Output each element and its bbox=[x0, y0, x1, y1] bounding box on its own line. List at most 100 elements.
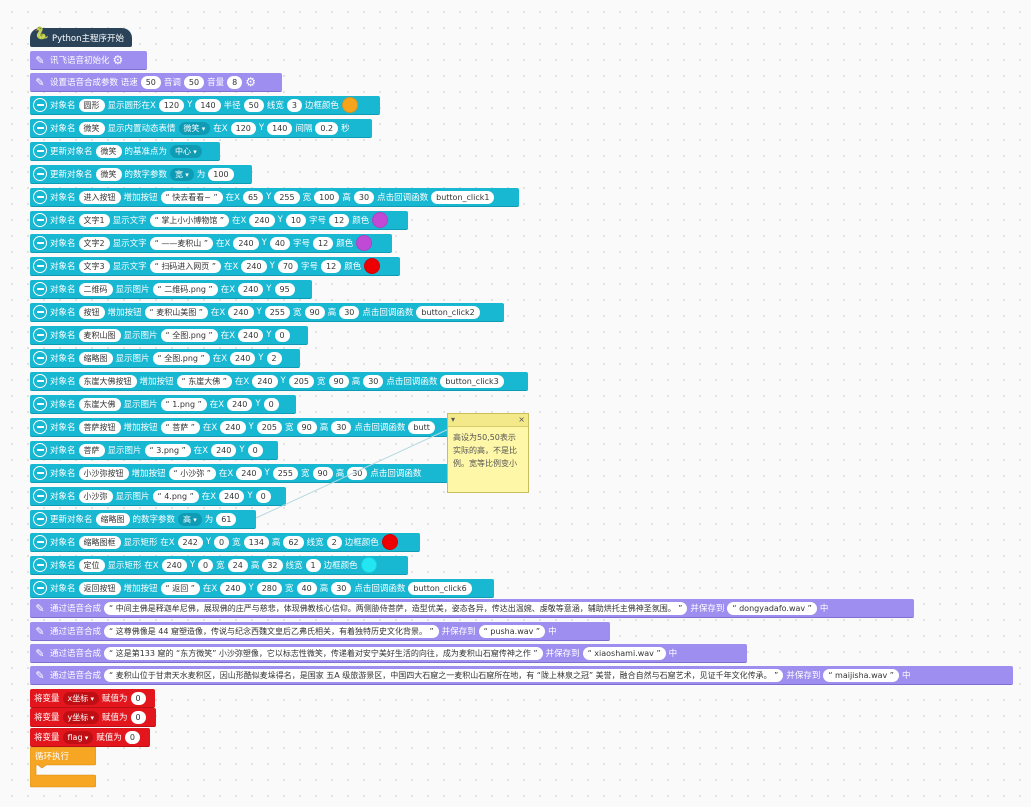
set-variable-block[interactable]: 将变量 flag 赋值为 0 bbox=[30, 728, 150, 747]
add-button-block[interactable]: 对象名 按钮 增加按钮 “ 麦积山美图 ” 在X 240 Y 255 宽 90 … bbox=[30, 303, 504, 322]
width-field[interactable]: 90 bbox=[296, 420, 317, 434]
update-anchor-block[interactable]: 更新对象名 微笑 的基准点为 中心 bbox=[30, 142, 220, 161]
image-file-field[interactable]: “ 4.png ” bbox=[152, 489, 199, 503]
width-field[interactable]: 90 bbox=[328, 374, 349, 388]
x-field[interactable]: 240 bbox=[238, 328, 264, 342]
speech-text-field[interactable]: “ 麦积山位于甘肃天水麦积区，因山形酷似麦垛得名，是国家 五A 级旅游景区，中国… bbox=[104, 668, 784, 682]
add-button-block[interactable]: 对象名 菩萨按钮 增加按钮 “ 菩萨 ” 在X 240 Y 205 宽 90 高… bbox=[30, 418, 448, 437]
x-field[interactable]: 240 bbox=[228, 305, 254, 319]
gear-icon[interactable]: ⚙ bbox=[245, 75, 256, 89]
show-rectangle-block[interactable]: 对象名 缩略图框 显示矩形 在X 242 Y 0 宽 134 高 62 线宽 2… bbox=[30, 533, 420, 552]
button-text-field[interactable]: “ 东崖大佛 ” bbox=[176, 374, 232, 388]
x-field[interactable]: 240 bbox=[161, 558, 187, 572]
x-field[interactable]: 240 bbox=[252, 374, 278, 388]
text-field[interactable]: “ 掌上小小博物馆 ” bbox=[149, 213, 229, 227]
x-field[interactable]: 240 bbox=[230, 351, 256, 365]
width-field[interactable]: 100 bbox=[314, 190, 340, 204]
x-field[interactable]: 240 bbox=[227, 397, 253, 411]
width-field[interactable]: 90 bbox=[312, 466, 333, 480]
show-text-block[interactable]: 对象名 文字1 显示文字 “ 掌上小小博物馆 ” 在X 240 Y 10 字号 … bbox=[30, 211, 408, 230]
interval-field[interactable]: 0.2 bbox=[315, 121, 339, 135]
image-file-field[interactable]: “ 二维码.png ” bbox=[152, 282, 218, 296]
line-width-field[interactable]: 1 bbox=[305, 558, 321, 572]
value-field[interactable]: 0 bbox=[124, 730, 140, 744]
y-field[interactable]: 0 bbox=[263, 397, 279, 411]
object-name-field[interactable]: 东崖大佛按钮 bbox=[78, 374, 137, 388]
x-field[interactable]: 120 bbox=[230, 121, 256, 135]
speech-synthesis-block[interactable]: ✎ 通过语音合成 “ 这尊佛像是 44 窟塑造像，传说与纪念西魏文皇后乙弗氏相关… bbox=[30, 622, 610, 641]
object-name-field[interactable]: 微笑 bbox=[95, 167, 122, 181]
y-field[interactable]: 255 bbox=[264, 305, 290, 319]
show-image-block[interactable]: 对象名 东崖大佛 显示图片 “ 1.png ” 在X 240 Y 0 bbox=[30, 395, 296, 414]
object-name-field[interactable]: 按钮 bbox=[78, 305, 105, 319]
x-field[interactable]: 65 bbox=[242, 190, 264, 204]
x-field[interactable]: 240 bbox=[220, 581, 246, 595]
y-field[interactable]: 0 bbox=[247, 443, 263, 457]
height-field[interactable]: 62 bbox=[283, 535, 304, 549]
y-field[interactable]: 140 bbox=[267, 121, 293, 135]
x-field[interactable]: 240 bbox=[211, 443, 237, 457]
add-button-block[interactable]: 对象名 进入按钮 增加按钮 “ 快去看看~ ” 在X 65 Y 255 宽 10… bbox=[30, 188, 519, 207]
height-field[interactable]: 30 bbox=[363, 374, 384, 388]
image-file-field[interactable]: “ 全图.png ” bbox=[152, 351, 210, 365]
volume-field[interactable]: 8 bbox=[227, 75, 243, 89]
value-field[interactable]: 100 bbox=[208, 167, 234, 181]
border-color-swatch[interactable] bbox=[360, 557, 377, 573]
width-field[interactable]: 24 bbox=[227, 558, 248, 572]
y-field[interactable]: 40 bbox=[269, 236, 290, 250]
object-name-field[interactable]: 文字2 bbox=[78, 236, 110, 250]
object-name-field[interactable]: 微笑 bbox=[95, 144, 122, 158]
callback-field[interactable]: button_click1 bbox=[431, 190, 495, 204]
callback-field[interactable]: butt bbox=[408, 420, 435, 434]
object-name-field[interactable]: 麦积山图 bbox=[78, 328, 121, 342]
add-button-block[interactable]: 对象名 小沙弥按钮 增加按钮 “ 小沙弥 ” 在X 240 Y 255 宽 90… bbox=[30, 464, 448, 483]
show-rectangle-block[interactable]: 对象名 定位 显示矩形 在X 240 Y 0 宽 24 高 32 线宽 1 边框… bbox=[30, 556, 408, 575]
text-color-swatch[interactable] bbox=[372, 212, 389, 228]
object-name-field[interactable]: 小沙弥 bbox=[78, 489, 113, 503]
show-emoji-block[interactable]: 对象名 微笑 显示内置动态表情 微笑 在X 120 Y 140 间隔 0.2 秒 bbox=[30, 119, 372, 138]
height-field[interactable]: 30 bbox=[353, 190, 375, 204]
speed-field[interactable]: 50 bbox=[140, 75, 161, 89]
emoji-dropdown[interactable]: 微笑 bbox=[178, 121, 211, 135]
radius-field[interactable]: 50 bbox=[243, 98, 264, 112]
text-color-swatch[interactable] bbox=[364, 258, 381, 274]
height-field[interactable]: 30 bbox=[347, 466, 368, 480]
speech-text-field[interactable]: “ 这尊佛像是 44 窟塑造像，传说与纪念西魏文皇后乙弗氏相关，有着独特历史文化… bbox=[104, 624, 439, 638]
button-text-field[interactable]: “ 快去看看~ ” bbox=[160, 190, 223, 204]
gear-icon[interactable]: ⚙ bbox=[112, 53, 124, 67]
height-field[interactable]: 30 bbox=[331, 581, 352, 595]
show-text-block[interactable]: 对象名 文字3 显示文字 “ 扫码进入网页 ” 在X 240 Y 70 字号 1… bbox=[30, 257, 400, 276]
object-name-field[interactable]: 缩略图 bbox=[78, 351, 113, 365]
border-color-swatch[interactable] bbox=[341, 97, 358, 113]
y-field[interactable]: 95 bbox=[274, 282, 295, 296]
callback-field[interactable]: button_click3 bbox=[440, 374, 504, 388]
python-main-start-block[interactable]: 🐍 Python主程序开始 bbox=[30, 26, 132, 47]
y-field[interactable]: 280 bbox=[256, 581, 282, 595]
iflytek-init-block[interactable]: ✎ 讯飞语音初始化 ⚙ bbox=[30, 51, 147, 70]
wav-file-field[interactable]: “ pusha.wav ” bbox=[478, 624, 546, 638]
y-field[interactable]: 0 bbox=[198, 558, 214, 572]
height-field[interactable]: 30 bbox=[331, 420, 352, 434]
comment-bubble[interactable]: ▾ × 高设为50,50表示实际的高，不是比例。宽等比例变小 bbox=[447, 413, 529, 493]
anchor-dropdown[interactable]: 中心 bbox=[170, 144, 202, 158]
wav-file-field[interactable]: “ dongyadafo.wav ” bbox=[727, 601, 817, 615]
param-dropdown[interactable]: 宽 bbox=[170, 167, 194, 181]
x-field[interactable]: 240 bbox=[249, 213, 275, 227]
speech-synthesis-block[interactable]: ✎ 通过语音合成 “ 这是第133 窟的 “东方微笑” 小沙弥塑像，它以标志性微… bbox=[30, 644, 747, 663]
image-file-field[interactable]: “ 全图.png ” bbox=[160, 328, 218, 342]
object-name-field[interactable]: 返回按钮 bbox=[78, 581, 121, 595]
value-field[interactable]: 0 bbox=[130, 710, 146, 724]
button-text-field[interactable]: “ 返回 ” bbox=[160, 581, 200, 595]
height-field[interactable]: 32 bbox=[262, 558, 283, 572]
value-field[interactable]: 61 bbox=[216, 512, 237, 526]
pitch-field[interactable]: 50 bbox=[183, 75, 205, 89]
y-field[interactable]: 0 bbox=[214, 535, 230, 549]
width-field[interactable]: 134 bbox=[243, 535, 269, 549]
button-text-field[interactable]: “ 菩萨 ” bbox=[160, 420, 200, 434]
speech-text-field[interactable]: “ 这是第133 窟的 “东方微笑” 小沙弥塑像，它以标志性微笑，传递着对安宁美… bbox=[104, 646, 543, 660]
y-field[interactable]: 70 bbox=[277, 259, 298, 273]
x-field[interactable]: 242 bbox=[177, 535, 203, 549]
text-field[interactable]: “ 扫码进入网页 ” bbox=[149, 259, 221, 273]
font-size-field[interactable]: 12 bbox=[329, 213, 350, 227]
